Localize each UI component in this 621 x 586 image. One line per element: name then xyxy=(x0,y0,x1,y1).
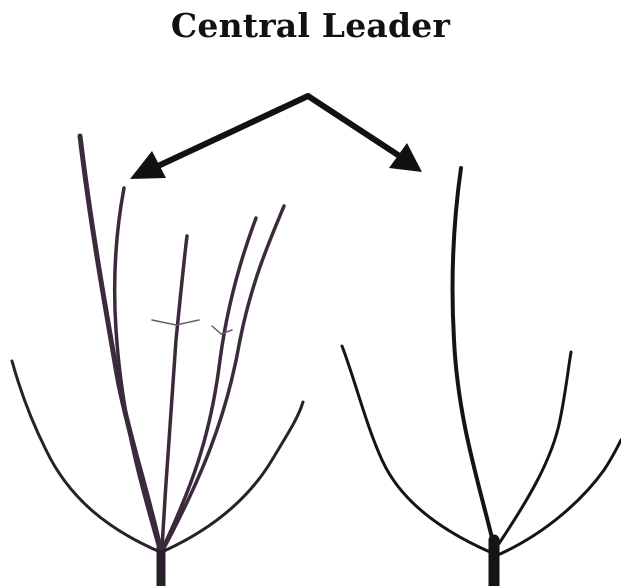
left-tree-branch-3 xyxy=(160,234,189,550)
pointer-arrows xyxy=(130,93,422,179)
left-tree-leader-2 xyxy=(112,186,161,550)
left-tree-twig-1 xyxy=(151,319,200,326)
arrow-right xyxy=(305,93,422,172)
left-tree xyxy=(10,133,305,586)
right-tree-central-leader xyxy=(450,166,495,544)
left-tree-branch-5 xyxy=(162,204,286,550)
left-tree-twig-2 xyxy=(211,325,233,335)
left-tree-scaffold-left xyxy=(10,359,160,553)
arrow-left xyxy=(130,93,311,179)
left-tree-branch-4 xyxy=(161,216,258,550)
left-tree-central-leader xyxy=(77,133,163,551)
left-tree-scaffold-right xyxy=(162,400,305,553)
right-tree xyxy=(340,166,621,586)
diagram-title: Central Leader xyxy=(170,6,451,45)
right-tree-scaffold-left xyxy=(340,344,492,554)
right-tree-scaffold-right xyxy=(498,438,621,556)
right-tree-scaffold-mid xyxy=(496,350,573,547)
